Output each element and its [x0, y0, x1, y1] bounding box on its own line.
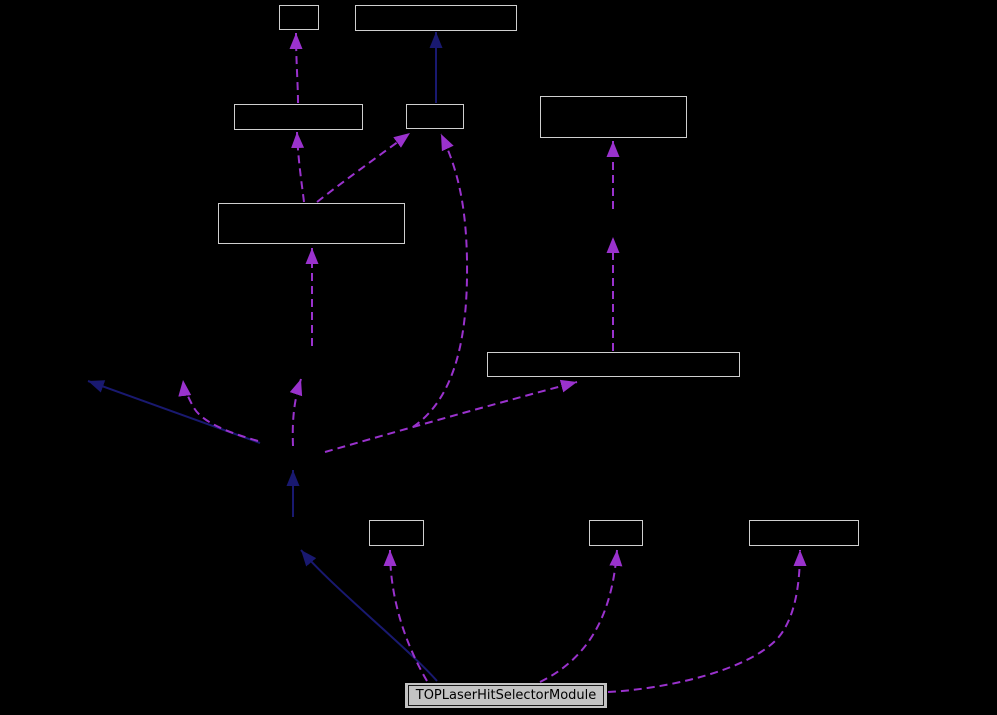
- edge-use-junction-midwide: [324, 379, 578, 453]
- edge-use-junction-up: [289, 378, 303, 447]
- edge-inherit-main-curve: [300, 549, 438, 682]
- edge-use-main-small3: [607, 549, 807, 693]
- edge-use-main-small2: [539, 549, 623, 683]
- graph-node-right-r1[interactable]: [540, 96, 687, 138]
- graph-node-small-2[interactable]: [589, 520, 643, 546]
- edge-use-midc-midb: [316, 132, 411, 203]
- graph-node-top-wide[interactable]: [355, 5, 517, 31]
- graph-node-mid-c[interactable]: [218, 203, 405, 244]
- edge-use-lefta-topsmall: [289, 32, 303, 104]
- edge-use-main-small1: [383, 549, 428, 682]
- graph-node-mid-wide[interactable]: [487, 352, 740, 377]
- graph-node-main[interactable]: TOPLaserHitSelectorModule: [405, 683, 607, 708]
- edge-use-junction-midb: [412, 133, 469, 428]
- graph-node-small-3[interactable]: [749, 520, 859, 546]
- graph-node-top-small[interactable]: [279, 5, 319, 30]
- main-node-label: TOPLaserHitSelectorModule: [408, 685, 604, 706]
- graph-node-mid-b[interactable]: [406, 104, 464, 129]
- edge-use-midc-lefta: [291, 131, 305, 203]
- graph-node-left-a[interactable]: [234, 104, 363, 130]
- edge-use-junction-upleft: [178, 379, 259, 442]
- graph-node-small-1[interactable]: [369, 520, 424, 546]
